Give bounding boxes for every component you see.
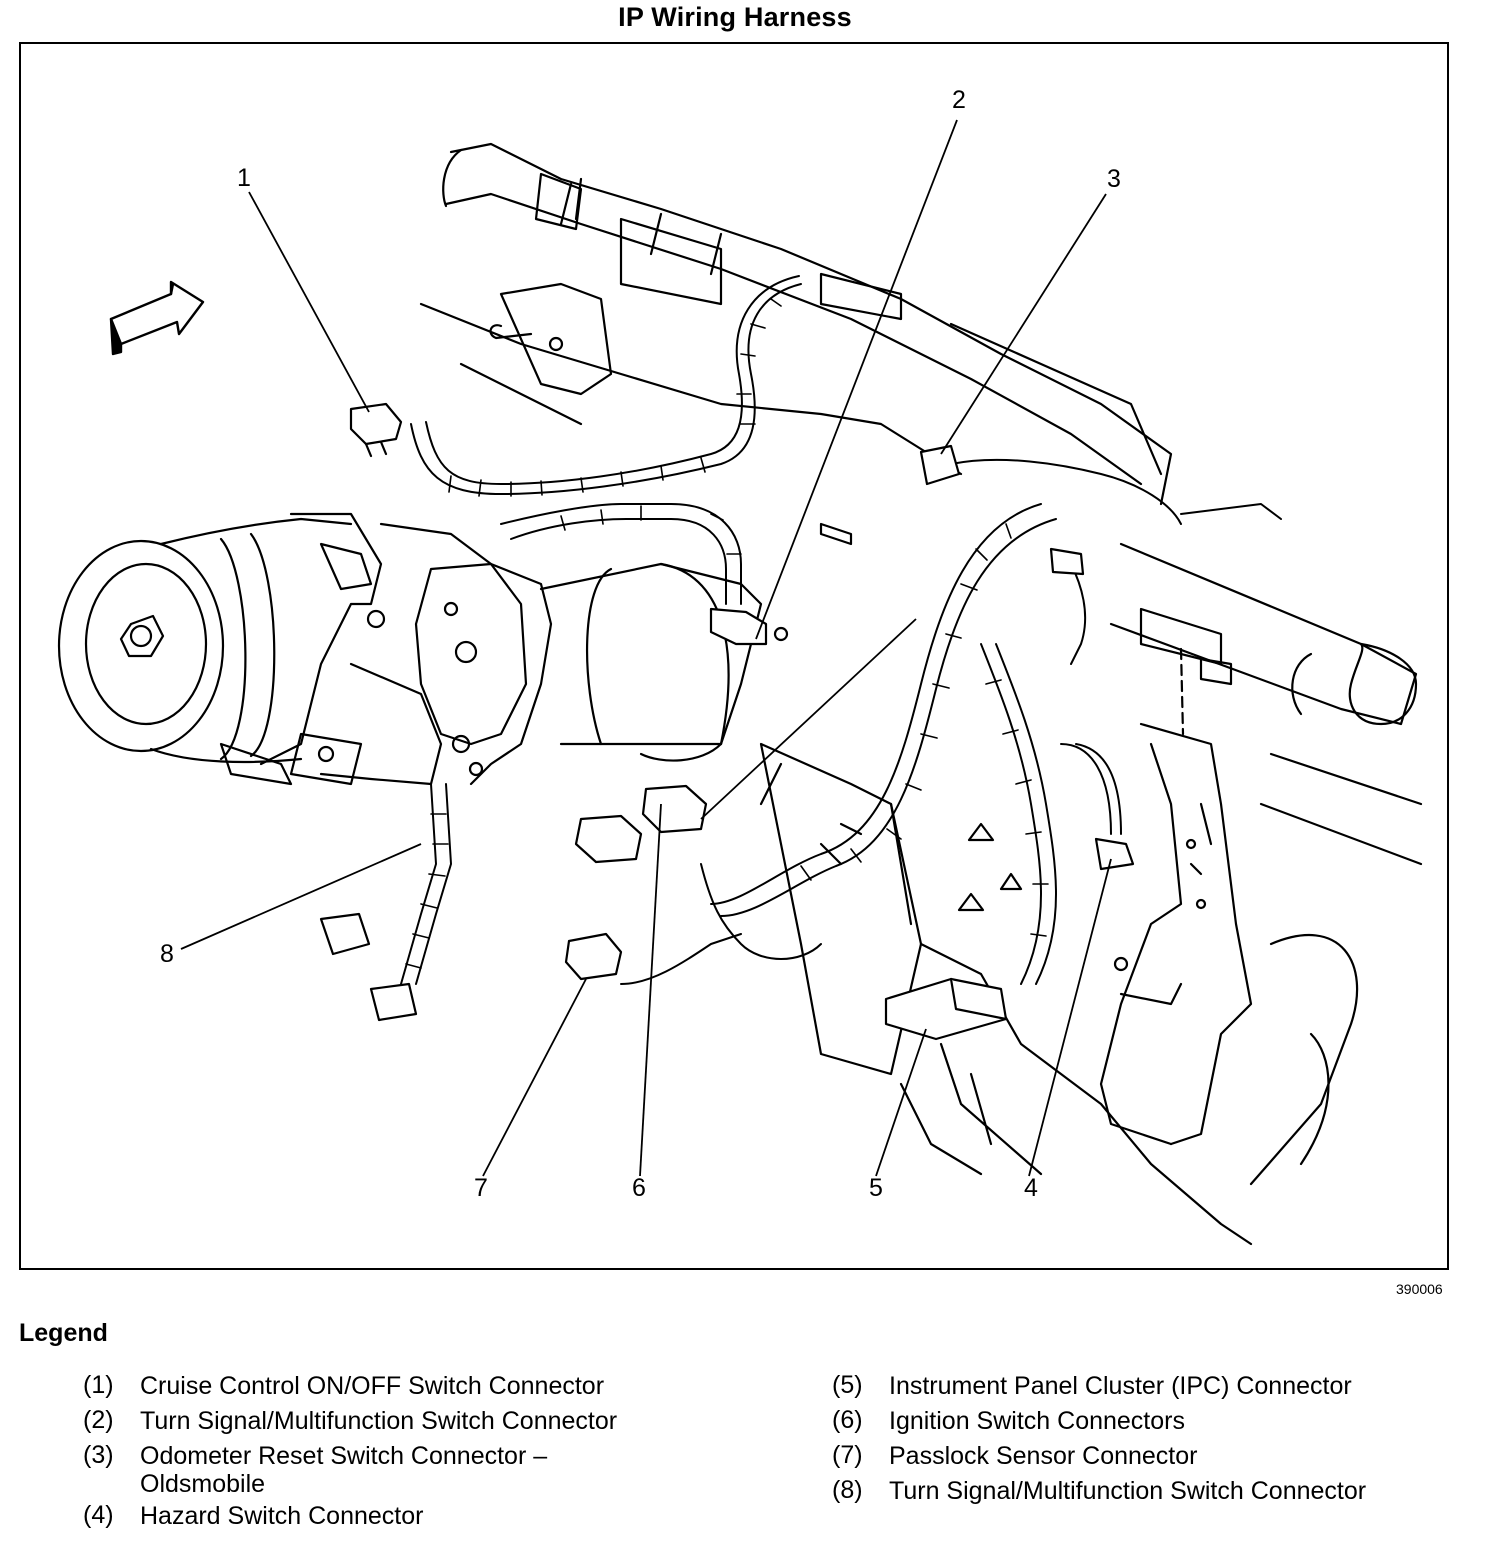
callout-4: 4 [1024,1174,1038,1202]
harness-tape [405,298,1049,969]
legend-item: (2) Turn Signal/Multifunction Switch Con… [83,1403,723,1438]
legend-text: Ignition Switch Connectors [889,1407,1185,1435]
diagram-frame: 1 2 3 4 5 6 7 8 [19,42,1449,1270]
figure-id: 390006 [1396,1281,1443,1297]
legend-item: (3) Odometer Reset Switch Connector – Ol… [83,1438,643,1498]
center-panel [419,282,1253,1246]
legend-text: Passlock Sensor Connector [889,1442,1198,1470]
legend-text: Turn Signal/Multifunction Switch Connect… [889,1477,1367,1505]
callout-2: 2 [952,86,966,114]
legend-heading: Legend [19,1319,108,1347]
legend-number: (7) [832,1441,863,1469]
legend-number: (2) [83,1406,114,1434]
diagram-title: IP Wiring Harness [618,2,852,32]
callout-1: 1 [237,164,251,192]
callout-labels: 1 2 3 4 5 6 7 8 [160,86,1121,1202]
leader-lines [180,119,1112,1177]
legend-item: (8) Turn Signal/Multifunction Switch Con… [832,1473,1472,1508]
legend-item: (5) Instrument Panel Cluster (IPC) Conne… [832,1368,1472,1403]
cross-car-tube [1109,542,1423,866]
connector-7-shape [564,932,623,981]
connectors [319,402,1135,1041]
callout-8: 8 [160,940,174,968]
legend-item: (7) Passlock Sensor Connector [832,1438,1472,1473]
legend-number: (4) [83,1501,114,1529]
guide-arrows [957,822,1023,912]
wiring-drawing: 1 2 3 4 5 6 7 8 [57,86,1423,1246]
legend-number: (5) [832,1371,863,1399]
connector-far-right [1049,547,1085,576]
lower-bracket [1099,722,1359,1186]
harness-bundles [400,275,1282,985]
dash-support-beam [442,142,1173,506]
legend-number: (3) [83,1441,114,1469]
callout-5: 5 [869,1174,883,1202]
legend-item: (4) Hazard Switch Connector [83,1498,723,1533]
steering-column [57,512,763,786]
callout-6: 6 [632,1174,646,1202]
direction-arrow [109,280,205,356]
connector-3-shape [919,444,961,486]
legend-text: Odometer Reset Switch Connector – Oldsmo… [140,1442,548,1498]
legend-number: (8) [832,1476,863,1504]
connector-6a-shape [641,784,708,834]
callout-3: 3 [1107,165,1121,193]
connector-8b-shape [369,982,418,1022]
legend-number: (1) [83,1371,114,1399]
legend-right-column: (5) Instrument Panel Cluster (IPC) Conne… [832,1368,1472,1508]
legend-number: (6) [832,1406,863,1434]
callout-7: 7 [474,1174,488,1202]
legend-text: Hazard Switch Connector [140,1502,424,1530]
legend-left-column: (1) Cruise Control ON/OFF Switch Connect… [83,1368,723,1533]
connector-8a-shape [319,912,371,956]
legend-text: Cruise Control ON/OFF Switch Connector [140,1372,605,1400]
connector-4-shape [1094,837,1135,871]
legend-item: (6) Ignition Switch Connectors [832,1403,1472,1438]
connector-2-shape [709,607,768,646]
connector-6b-shape [574,814,643,864]
legend-text: Turn Signal/Multifunction Switch Connect… [140,1407,618,1435]
center-dash-line [1179,647,1185,736]
connector-1-shape [349,402,403,446]
legend-item: (1) Cruise Control ON/OFF Switch Connect… [83,1368,723,1403]
legend-text: Instrument Panel Cluster (IPC) Connector [889,1372,1352,1400]
